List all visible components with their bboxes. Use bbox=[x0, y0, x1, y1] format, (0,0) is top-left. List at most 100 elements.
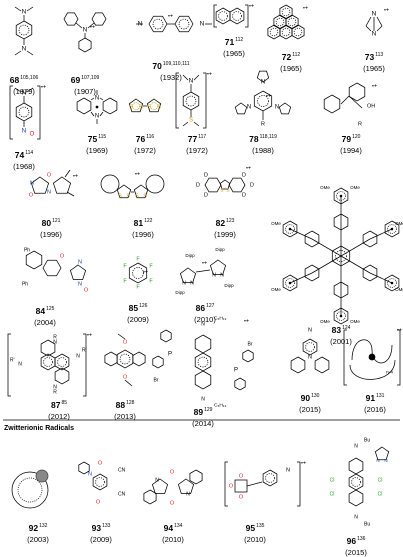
atom-label: N bbox=[22, 9, 27, 16]
atom-label: N bbox=[189, 78, 194, 85]
atom-label: S bbox=[147, 104, 151, 110]
compound-label-71: 71112(1965) bbox=[223, 37, 245, 58]
atom-label: OMe bbox=[395, 287, 403, 292]
atom-label: O bbox=[229, 483, 234, 489]
structure-69: N•+ bbox=[63, 12, 107, 53]
atom-label: O bbox=[239, 494, 244, 500]
atom-label: S bbox=[129, 104, 133, 110]
atom-label: F bbox=[149, 278, 153, 284]
atom-label: O bbox=[98, 460, 103, 466]
compound-label-74: 74114(1968) bbox=[13, 150, 35, 171]
atom-label: N bbox=[247, 105, 251, 111]
compound-label-84: 84125(2004) bbox=[34, 306, 56, 327]
atom-label: D bbox=[250, 182, 254, 188]
atom-label: N bbox=[186, 491, 190, 497]
atom-label: P bbox=[234, 368, 238, 374]
atom-label: N bbox=[53, 339, 57, 345]
structure-79: OHR•+ bbox=[323, 82, 377, 127]
atom-label: •+ bbox=[384, 7, 389, 13]
compound-label-89: 89129(2014) bbox=[192, 407, 214, 428]
atom-label: N bbox=[22, 128, 27, 135]
atom-label: Dipp bbox=[175, 290, 185, 295]
compound-label-94: 94134(2010) bbox=[162, 523, 184, 544]
atom-label: •+ bbox=[87, 332, 92, 338]
atom-label: O bbox=[29, 192, 34, 198]
atom-label: D bbox=[204, 172, 208, 178]
structure-83: OMeOMeOMeOMeOMeOMeOMeOMe bbox=[271, 185, 403, 325]
atom-label: •+ bbox=[168, 13, 173, 19]
atom-label: N bbox=[78, 281, 82, 287]
atom-label: S bbox=[220, 187, 223, 193]
atom-label: N bbox=[47, 189, 51, 195]
atom-label: OMe bbox=[320, 185, 330, 190]
atom-label: •+ bbox=[202, 260, 207, 266]
atom-label: Br bbox=[154, 377, 159, 383]
atom-label: D bbox=[242, 172, 246, 178]
atom-label: O bbox=[96, 499, 101, 505]
atom-label: OMe bbox=[271, 287, 281, 292]
atom-label: N bbox=[182, 280, 186, 286]
atom-label: S bbox=[118, 193, 122, 199]
atom-label: O bbox=[239, 473, 244, 479]
atom-label: O bbox=[170, 469, 175, 475]
atom-label: N bbox=[376, 458, 379, 463]
atom-label: N bbox=[22, 46, 27, 53]
atom-label: •+ bbox=[246, 165, 251, 171]
atom-label: R bbox=[53, 334, 57, 340]
atom-label: O bbox=[60, 253, 65, 259]
compound-label-87: 8785(2012) bbox=[48, 400, 70, 421]
atom-label: Cl bbox=[330, 491, 335, 497]
atom-label: CN bbox=[118, 467, 126, 473]
atom-label: O bbox=[170, 500, 175, 506]
atom-label: Bu bbox=[364, 437, 370, 443]
atom-label: S bbox=[226, 187, 229, 193]
atom-label: N bbox=[275, 105, 279, 111]
compound-label-88: 88128(2013) bbox=[114, 400, 136, 421]
atom-label: D bbox=[204, 192, 208, 198]
atom-label: N bbox=[95, 114, 99, 120]
atom-label: N bbox=[372, 11, 377, 18]
atom-label: S bbox=[139, 104, 143, 110]
atom-label: S bbox=[126, 193, 130, 199]
atom-label: OMe bbox=[395, 221, 403, 226]
compound-label-92: 92132(2003) bbox=[27, 523, 49, 544]
atom-label: N bbox=[78, 259, 82, 265]
atom-label: OMe bbox=[320, 319, 330, 324]
atom-label: OMe bbox=[350, 319, 360, 324]
atom-label: R bbox=[53, 389, 57, 395]
atom-label: •+ bbox=[301, 460, 306, 466]
atom-label: S bbox=[135, 193, 139, 199]
atom-label: O bbox=[47, 172, 52, 178]
atom-label: N bbox=[286, 467, 290, 473]
atom-label: N bbox=[88, 471, 92, 477]
compound-label-93: 93133(2009) bbox=[90, 523, 112, 544]
atom-label: N bbox=[308, 327, 312, 333]
atom-label: •+ bbox=[372, 83, 377, 89]
atom-label: C₆H₁₃ bbox=[214, 315, 226, 321]
atom-label: n-4 bbox=[386, 369, 393, 375]
atom-label: N bbox=[220, 272, 224, 278]
compound-label-69: 69107,109(1907) bbox=[70, 75, 100, 96]
atom-label: N bbox=[372, 31, 377, 38]
atom-label: F bbox=[136, 284, 140, 290]
structure-92 bbox=[11, 469, 49, 509]
atom-label: Br bbox=[248, 341, 253, 347]
atom-label: O bbox=[123, 374, 128, 380]
atom-label: •+ bbox=[207, 71, 212, 77]
atom-label: OH bbox=[367, 103, 375, 109]
zwitterionic-radicals-header: Zwitterionic Radicals bbox=[4, 425, 75, 432]
atom-label: N bbox=[201, 321, 205, 327]
compound-label-90: 90130(2015) bbox=[299, 393, 321, 414]
atom-label: •+ bbox=[73, 173, 78, 179]
atom-label: F bbox=[136, 256, 140, 262]
structure-77: NS•+ bbox=[175, 71, 212, 129]
